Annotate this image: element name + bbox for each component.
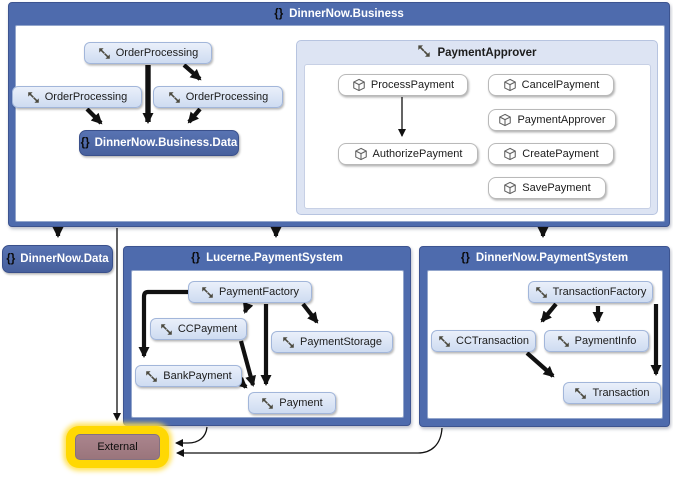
node-bankpayment[interactable]: BankPayment [135,365,242,387]
class-icon [145,370,158,383]
node-label: DinnerNow.Business.Data [94,137,238,149]
class-icon [168,91,181,104]
node-transactionfactory[interactable]: TransactionFactory [528,281,653,303]
node-orderprocessing-right[interactable]: OrderProcessing [153,86,283,108]
node-orderprocessing-top[interactable]: OrderProcessing [84,42,212,64]
node-cancelpayment[interactable]: CancelPayment [488,74,614,96]
cube-icon [503,147,517,161]
node-authorizepayment[interactable]: AuthorizePayment [338,143,478,165]
node-label: PaymentApprover [517,114,606,126]
node-paymentfactory[interactable]: PaymentFactory [188,281,312,303]
node-label: PaymentInfo [574,335,637,347]
node-label: AuthorizePayment [372,148,463,160]
node-external-selection-ring[interactable]: External [66,426,169,468]
node-createpayment[interactable]: CreatePayment [488,143,614,165]
container-header[interactable]: {} DinnerNow.Business [9,3,669,25]
class-icon [574,387,587,400]
node-orderprocessing-left[interactable]: OrderProcessing [12,86,142,108]
node-label: Payment [279,397,323,409]
edge-lucerne-external[interactable] [175,426,208,447]
group-title: PaymentApprover [437,46,537,59]
class-icon [201,286,214,299]
node-label: SavePayment [522,182,591,194]
node-dinnernow-business-data[interactable]: {} DinnerNow.Business.Data [79,130,239,156]
class-icon [417,44,431,61]
cube-icon [498,113,512,127]
node-label: Transaction [592,387,650,399]
class-icon [535,286,548,299]
node-label: CancelPayment [521,79,600,91]
container-title: DinnerNow.PaymentSystem [475,252,629,264]
node-label: TransactionFactory [552,286,647,298]
container-title: DinnerNow.Business [289,8,404,20]
node-label: PaymentFactory [218,286,300,298]
class-icon [282,336,295,349]
node-label: CCTransaction [456,335,529,347]
class-icon [98,47,111,60]
node-label: OrderProcessing [185,91,269,103]
node-label: CreatePayment [522,148,599,160]
class-icon [557,335,570,348]
node-processpayment[interactable]: ProcessPayment [338,74,468,96]
cube-icon [503,181,517,195]
node-ccpayment[interactable]: CCPayment [150,318,247,340]
node-payment[interactable]: Payment [248,392,336,414]
node-label: ProcessPayment [370,79,455,91]
node-dinnernow-data[interactable]: {} DinnerNow.Data [2,245,113,273]
node-external[interactable]: External [75,434,160,460]
cube-icon [503,78,517,92]
node-label: BankPayment [163,370,232,382]
node-paymentapprover-class[interactable]: PaymentApprover [488,109,616,131]
namespace-brace-icon: {} [6,253,16,265]
node-paymentstorage[interactable]: PaymentStorage [271,331,393,353]
class-icon [261,397,274,410]
node-label: OrderProcessing [44,91,128,103]
namespace-brace-icon: {} [460,252,470,264]
group-header[interactable]: PaymentApprover [297,41,657,64]
cube-icon [352,78,366,92]
node-label: PaymentStorage [300,336,382,348]
node-label: DinnerNow.Data [20,253,109,265]
container-header[interactable]: {} Lucerne.PaymentSystem [124,247,410,269]
node-label: OrderProcessing [115,47,199,59]
container-title: Lucerne.PaymentSystem [206,252,343,264]
namespace-brace-icon: {} [191,252,201,264]
class-icon [160,323,173,336]
class-icon [27,91,40,104]
cube-icon [354,147,368,161]
node-savepayment[interactable]: SavePayment [488,177,606,199]
node-cctransaction[interactable]: CCTransaction [431,330,536,352]
node-transaction[interactable]: Transaction [563,382,661,404]
node-label: External [97,441,138,453]
container-header[interactable]: {} DinnerNow.PaymentSystem [420,247,669,269]
node-label: CCPayment [177,323,238,335]
node-paymentinfo[interactable]: PaymentInfo [544,330,649,352]
namespace-brace-icon: {} [274,8,284,20]
namespace-brace-icon: {} [80,137,90,149]
class-icon [438,335,451,348]
edge-dnps-external[interactable] [176,427,443,457]
